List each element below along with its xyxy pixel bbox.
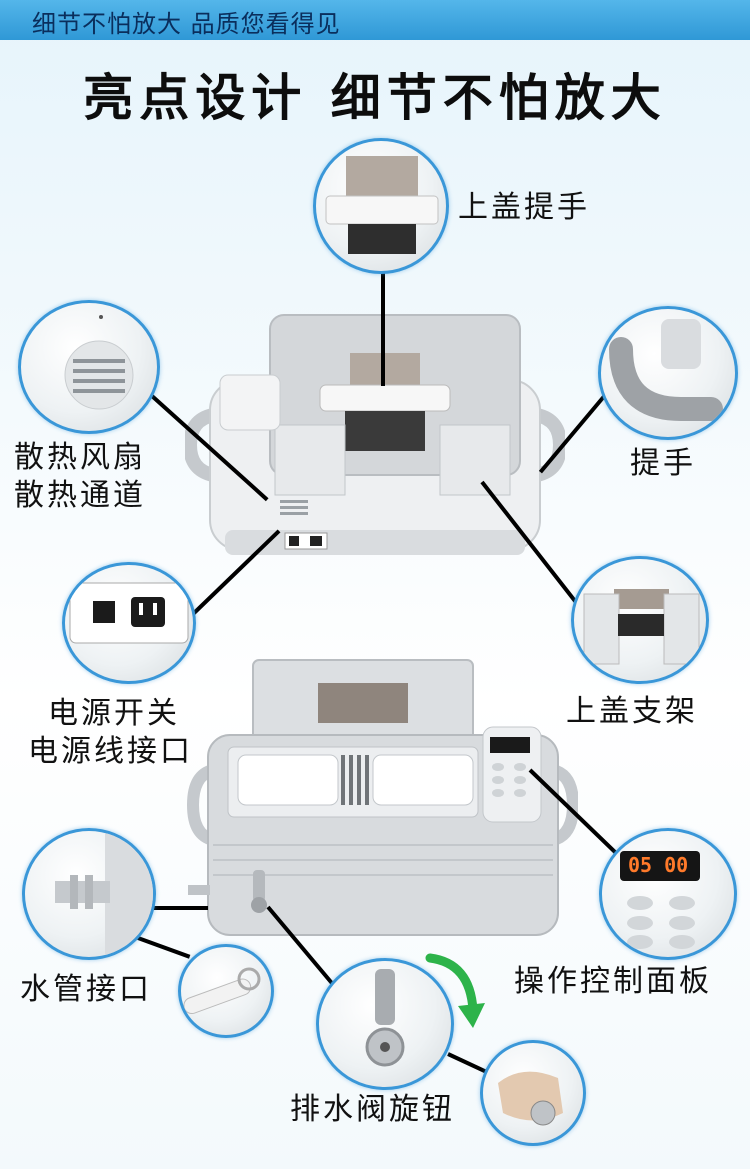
vent-label: 散热通道: [14, 478, 146, 513]
handle-label: 提手: [630, 446, 696, 481]
power-switch-zoom: [62, 562, 196, 684]
connector-line: [381, 270, 385, 386]
water-pipe-label: 水管接口: [20, 972, 152, 1007]
power-switch-label: 电源开关: [48, 696, 180, 731]
top-banner: 细节不怕放大 品质您看得见: [0, 0, 750, 40]
control-panel-zoom: 05 00: [599, 828, 737, 960]
side-handle-zoom: [598, 306, 738, 440]
display-reading: 05 00: [628, 853, 689, 877]
lid-stand-zoom: [571, 556, 709, 684]
lid-handle-zoom: [313, 138, 449, 274]
fan-label: 散热风扇: [14, 440, 146, 475]
power-socket-label: 电源线接口: [28, 734, 193, 769]
hose-zoom: [178, 944, 274, 1038]
control-panel-label: 操作控制面板: [514, 964, 712, 999]
drain-knob-zoom: [316, 958, 454, 1090]
connector-line: [152, 906, 208, 910]
fan-vent-zoom: [18, 300, 160, 434]
lid-handle-label: 上盖提手: [458, 190, 590, 225]
knob-turn-zoom: [480, 1040, 586, 1146]
lid-stand-label: 上盖支架: [566, 694, 698, 729]
cleaner-open-image: [183, 655, 578, 940]
page-headline: 亮点设计 细节不怕放大: [83, 69, 667, 127]
rotate-arrow-icon: [425, 948, 490, 1033]
banner-text: 细节不怕放大 品质您看得见: [32, 10, 341, 38]
water-pipe-zoom: [22, 828, 156, 960]
drain-knob-label: 排水阀旋钮: [290, 1092, 455, 1127]
cleaner-closed-image: [185, 305, 565, 565]
